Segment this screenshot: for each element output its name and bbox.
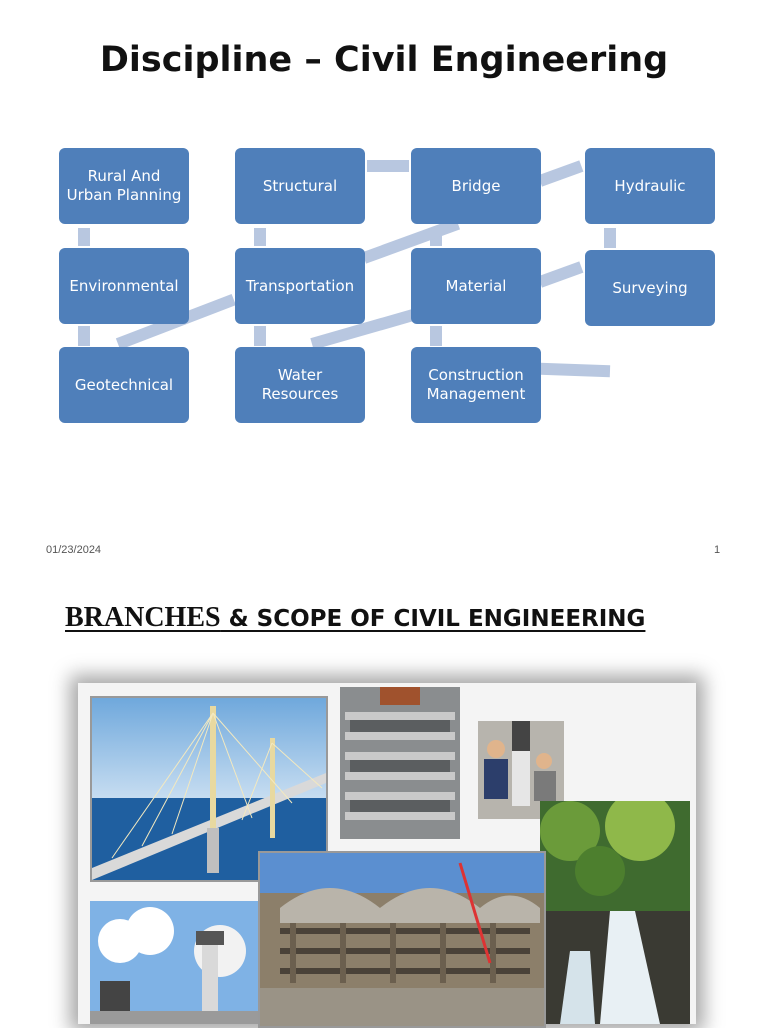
connector xyxy=(539,362,611,378)
box-environmental: Environmental xyxy=(59,248,189,324)
page-number: 1 xyxy=(714,544,721,556)
box-structural: Structural xyxy=(235,148,365,224)
photo-collage xyxy=(78,683,696,1028)
waterfall-photo xyxy=(540,801,690,1024)
connector xyxy=(537,261,584,288)
airport-tower-photo xyxy=(90,901,258,1024)
connector xyxy=(604,228,616,248)
connector xyxy=(430,326,442,346)
slide-1: Discipline – Civil Engineering Rural And… xyxy=(0,40,768,556)
connector xyxy=(78,228,90,246)
connector xyxy=(367,160,409,172)
box-transportation: Transportation xyxy=(235,248,365,324)
connector xyxy=(78,326,90,346)
slide-title: Discipline – Civil Engineering xyxy=(99,40,669,80)
connector xyxy=(254,326,266,346)
box-geotechnical: Geotechnical xyxy=(59,347,189,423)
slide-title-2: BRANCHES & SCOPE OF CIVIL ENGINEERING xyxy=(65,602,645,634)
connector xyxy=(537,160,584,187)
slide-2: BRANCHES & SCOPE OF CIVIL ENGINEERING xyxy=(0,580,768,1028)
box-material: Material xyxy=(411,248,541,324)
discipline-diagram: Rural And Urban Planning Structural Brid… xyxy=(0,140,768,440)
box-bridge: Bridge xyxy=(411,148,541,224)
treatment-plant-photo xyxy=(340,687,460,839)
construction-photo xyxy=(258,851,546,1028)
box-rural-urban-planning: Rural And Urban Planning xyxy=(59,148,189,224)
box-construction-management: Construction Management xyxy=(411,347,541,423)
title-scope: & SCOPE OF CIVIL ENGINEERING xyxy=(220,606,646,632)
box-water-resources: Water Resources xyxy=(235,347,365,423)
connector xyxy=(254,228,266,246)
box-hydraulic: Hydraulic xyxy=(585,148,715,224)
box-surveying: Surveying xyxy=(585,250,715,326)
title-branches: BRANCHES xyxy=(65,602,221,633)
bridge-photo xyxy=(90,696,328,882)
slide-date: 01/23/2024 xyxy=(46,544,102,556)
